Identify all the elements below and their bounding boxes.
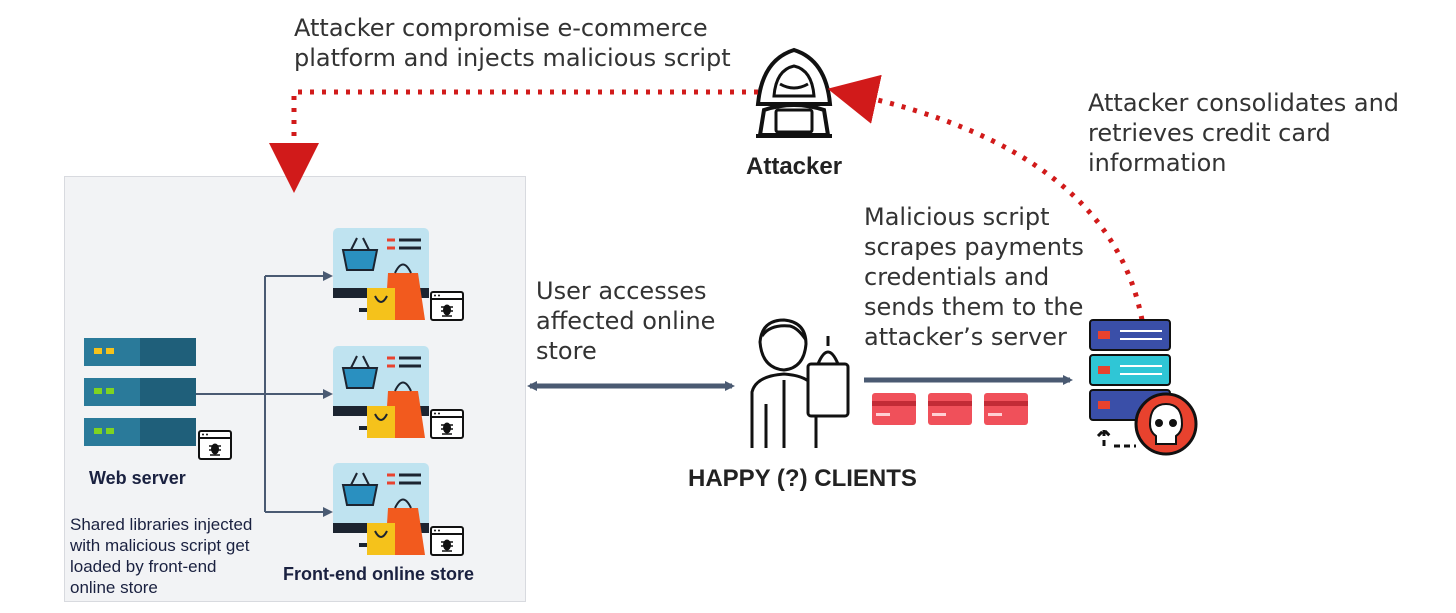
online-store-monitor-icon xyxy=(333,463,464,557)
front-end-label: Front-end online store xyxy=(283,564,474,584)
user-accesses-label: User accesses affected online store xyxy=(536,277,716,365)
online-store-monitor-icon xyxy=(333,346,464,440)
attacker-label: Attacker xyxy=(746,153,843,180)
shared-libs-label: Shared libraries injected with malicious… xyxy=(70,515,253,597)
consolidates-label: Attacker consolidates and retrieves cred… xyxy=(1088,89,1400,177)
server-connector xyxy=(196,276,266,512)
scrapes-label: Malicious script scrapes payments creden… xyxy=(864,203,1084,351)
skull-icon xyxy=(1134,392,1198,456)
online-store-monitor-icon xyxy=(333,228,464,322)
exfiltration-path xyxy=(827,74,1145,321)
compromise-label: Attacker compromise e-commerce platform … xyxy=(294,14,731,72)
clients-label: HAPPY (?) CLIENTS xyxy=(688,465,917,492)
compromise-path xyxy=(269,89,758,193)
hooded-attacker-icon xyxy=(755,47,833,138)
web-server-label: Web server xyxy=(89,468,186,488)
credit-card-icon xyxy=(928,393,972,425)
web-server-icon xyxy=(84,338,232,460)
credit-card-icon xyxy=(872,393,916,425)
credit-card-icon xyxy=(984,393,1028,425)
shopper-icon xyxy=(750,318,850,448)
